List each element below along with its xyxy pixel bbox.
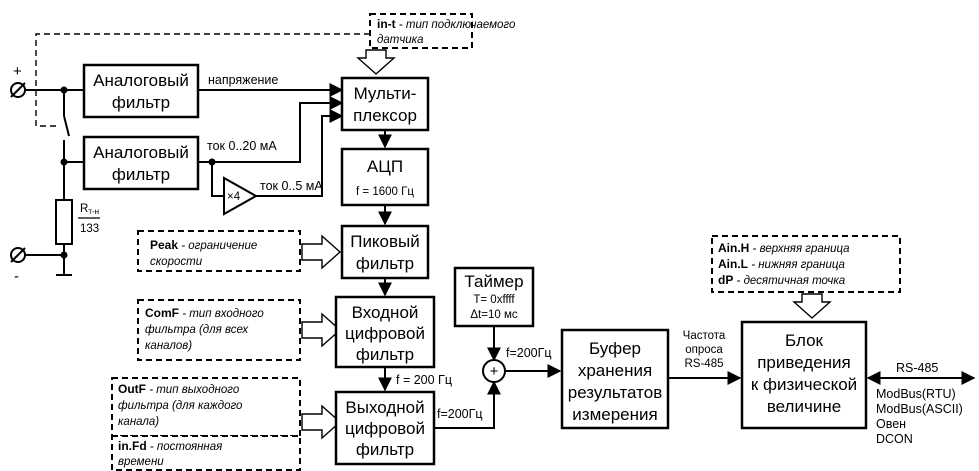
minus-sign: - xyxy=(14,268,19,285)
svg-text:фильтра (для всех: фильтра (для всех xyxy=(145,324,249,336)
current-5-label: ток 0..5 мА xyxy=(260,179,323,193)
svg-text:плексор: плексор xyxy=(353,106,417,125)
in-t-arrow xyxy=(356,49,396,75)
current-5-line xyxy=(256,109,344,197)
analog-filter-1: Аналоговый фильтр xyxy=(82,63,200,119)
svg-text:ComF - тип входного: ComF - тип входного xyxy=(145,306,264,320)
param-in-t: in-t - тип подключаемого датчика xyxy=(369,13,516,49)
protocol-list: ModBus(RTU) ModBus(ASCII) Овен DCON xyxy=(876,387,963,446)
svg-text:Входной: Входной xyxy=(352,303,419,322)
f-200-label-c: f=200Гц xyxy=(437,407,483,421)
svg-text:Блок: Блок xyxy=(785,331,824,350)
output-digital-filter-block: Выходной цифровой фильтр xyxy=(334,390,436,466)
scaling-block: Блок приведения к физической величине xyxy=(740,320,868,430)
svg-text:Выходной: Выходной xyxy=(345,398,424,417)
svg-text:фильтр: фильтр xyxy=(356,440,414,459)
svg-text:приведения: приведения xyxy=(757,353,851,372)
voltage-label: напряжение xyxy=(208,73,278,87)
svg-text:хранения: хранения xyxy=(578,361,652,380)
peak-filter-block: Пиковый фильтр xyxy=(340,224,430,280)
poll-rate-label: Частота опроса RS-485 xyxy=(683,330,726,370)
svg-text:фильтр: фильтр xyxy=(356,254,414,273)
svg-text:фильтр: фильтр xyxy=(112,93,170,112)
sensor-type-control-line xyxy=(35,33,370,127)
svg-text:цифровой: цифровой xyxy=(345,324,425,343)
svg-text:ModBus(ASCII): ModBus(ASCII) xyxy=(876,402,963,416)
input-digital-filter-block: Входной цифровой фильтр xyxy=(334,295,436,369)
svg-text:АЦП: АЦП xyxy=(367,157,403,176)
timer-block: Таймер T= 0xffff Δt=10 мс xyxy=(453,266,535,328)
svg-text:результатов: результатов xyxy=(568,383,662,402)
svg-text:Мульти-: Мульти- xyxy=(354,84,417,103)
amplifier-x4: ×4 xyxy=(223,176,259,216)
svg-text:цифровой: цифровой xyxy=(345,419,425,438)
svg-text:RS-485: RS-485 xyxy=(685,358,724,370)
svg-text:времени: времени xyxy=(118,456,164,468)
svg-text:канала): канала) xyxy=(118,416,159,428)
svg-text:T= 0xffff: T= 0xffff xyxy=(473,294,515,306)
svg-text:dP - десятичная точка: dP - десятичная точка xyxy=(718,273,845,287)
svg-text:×4: ×4 xyxy=(227,191,241,203)
svg-text:Аналоговый: Аналоговый xyxy=(93,143,189,162)
analog-filter-2: Аналоговый фильтр xyxy=(82,135,200,191)
svg-text:датчика: датчика xyxy=(377,34,424,46)
rs485-label: RS-485 xyxy=(896,361,938,375)
svg-text:Peak - ограничение: Peak - ограничение xyxy=(150,238,257,252)
resistor-label: Rт-н xyxy=(80,203,99,216)
svg-text:фильтр: фильтр xyxy=(112,165,170,184)
f-200-label-b: f=200Гц xyxy=(506,346,552,360)
svg-text:опроса: опроса xyxy=(685,344,723,356)
svg-text:Аналоговый: Аналоговый xyxy=(93,71,189,90)
svg-text:каналов): каналов) xyxy=(145,340,192,352)
svg-text:измерения: измерения xyxy=(572,405,657,424)
current-20-label: ток 0..20 мА xyxy=(207,139,277,153)
svg-text:фильтр: фильтр xyxy=(356,345,414,364)
svg-text:Буфер: Буфер xyxy=(589,339,641,358)
param-scaling: Ain.H - верхняя граница Ain.L - нижняя г… xyxy=(711,235,901,293)
svg-text:скорости: скорости xyxy=(150,256,203,268)
svg-text:Таймер: Таймер xyxy=(464,272,523,291)
f-200-label-a: f = 200 Гц xyxy=(396,373,452,387)
multiplexer-block: Мульти- плексор xyxy=(340,76,430,132)
param-comf: ComF - тип входного фильтра (для всех ка… xyxy=(137,299,301,361)
svg-text:f = 1600 Гц: f = 1600 Гц xyxy=(356,186,414,198)
svg-text:к физической: к физической xyxy=(751,375,857,394)
svg-text:OutF - тип выходного: OutF - тип выходного xyxy=(118,382,240,396)
adc-block: АЦП f = 1600 Гц xyxy=(340,147,430,207)
buffer-block: Буфер хранения результатов измерения xyxy=(560,328,670,430)
plus-sign: + xyxy=(13,63,22,80)
svg-text:in.Fd - постоянная: in.Fd - постоянная xyxy=(118,439,222,453)
current-20-line xyxy=(198,96,344,163)
svg-text:Пиковый: Пиковый xyxy=(350,232,420,251)
svg-text:Овен: Овен xyxy=(876,417,906,431)
svg-text:величине: величине xyxy=(767,397,841,416)
shunt-resistor xyxy=(55,199,73,245)
svg-text:DCON: DCON xyxy=(876,432,913,446)
svg-text:Δt=10 мс: Δt=10 мс xyxy=(470,309,517,321)
svg-text:ModBus(RTU): ModBus(RTU) xyxy=(876,387,956,401)
adder-node: + xyxy=(482,359,506,383)
resistor-value: 133 xyxy=(80,223,99,235)
svg-text:Ain.L - нижняя граница: Ain.L - нижняя граница xyxy=(718,257,845,271)
svg-text:in-t - тип подключаемого: in-t - тип подключаемого xyxy=(377,17,516,31)
svg-text:Частота: Частота xyxy=(683,330,726,342)
param-peak: Peak - ограничение скорости xyxy=(137,230,301,272)
input-circuit: + Rт-н 133 - xyxy=(10,33,370,285)
input-switch xyxy=(63,115,70,137)
param-in-fd: in.Fd - постоянная времени xyxy=(111,435,301,471)
svg-text:Ain.H - верхняя граница: Ain.H - верхняя граница xyxy=(718,241,850,255)
svg-text:+: + xyxy=(490,363,499,380)
svg-text:фильтра (для каждого: фильтра (для каждого xyxy=(118,400,243,412)
param-outf: OutF - тип выходного фильтра (для каждог… xyxy=(111,377,301,437)
